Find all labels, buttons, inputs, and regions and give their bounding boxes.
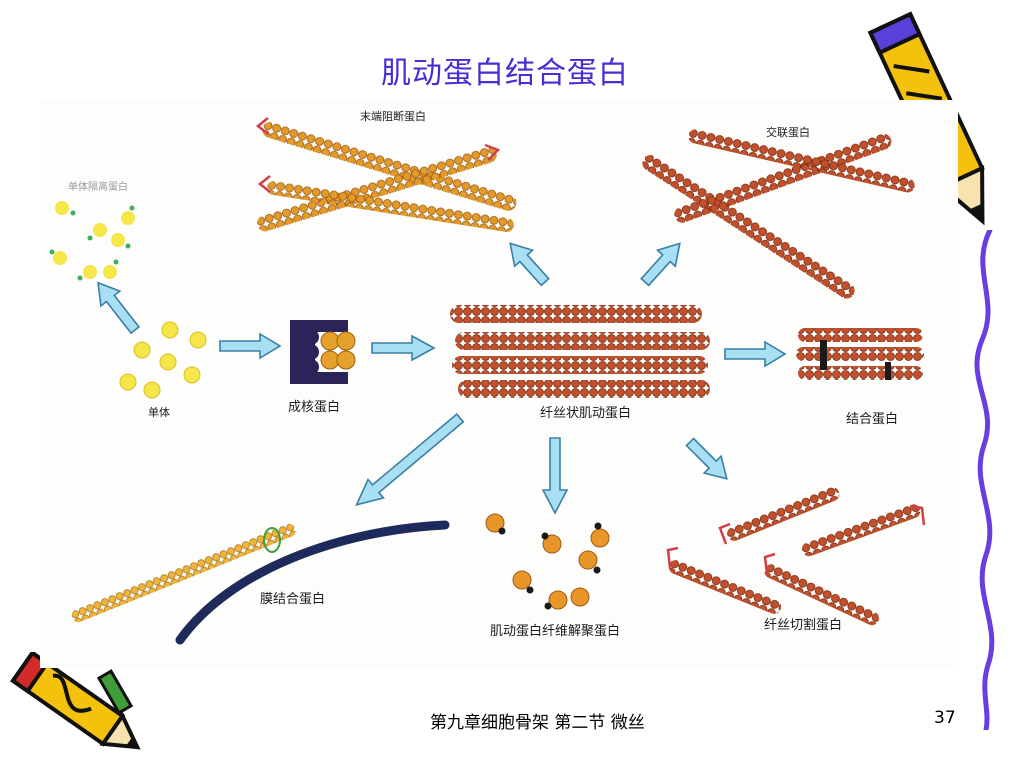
depolymerized-monomers [485,513,610,610]
monomers [119,321,207,399]
page-number: 37 [934,708,956,728]
purple-squiggle-decoration [974,230,995,730]
label-monomer: 单体 [148,406,170,419]
crosslinking-filaments [642,129,915,299]
pencil-icon-bottom-left [10,652,141,750]
actin-binding-proteins-figure: 单体隔离蛋白 末端阻断蛋白 交联蛋白 单体 成核蛋白 纤丝状肌动蛋白 结合蛋白 … [40,100,958,668]
label-membrane-binding: 膜结合蛋白 [260,592,326,607]
sequestered-monomers [49,201,135,281]
label-monomer-sequestering: 单体隔离蛋白 [68,182,128,193]
filamentous-actin-bundle [450,305,710,398]
bundled-filaments [796,328,924,380]
figure-drawing [49,117,926,645]
label-nucleating: 成核蛋白 [288,400,341,415]
label-filamentous-actin: 纤丝状肌动蛋白 [540,406,632,421]
footer-chapter: 第九章细胞骨架 第二节 微丝 [430,713,645,733]
membrane-binding [71,520,450,645]
capping-protein-filaments [255,117,517,232]
arrows [97,242,787,515]
severed-filaments [666,487,926,626]
label-capping: 末端阻断蛋白 [360,110,426,123]
slide-title: 肌动蛋白结合蛋白 [381,56,629,91]
label-bundling: 结合蛋白 [846,412,899,427]
nucleating-complex [290,320,356,384]
label-severing: 纤丝切割蛋白 [764,618,843,633]
label-depolymerizing: 肌动蛋白纤维解聚蛋白 [490,624,621,639]
label-crosslinking: 交联蛋白 [766,126,810,139]
